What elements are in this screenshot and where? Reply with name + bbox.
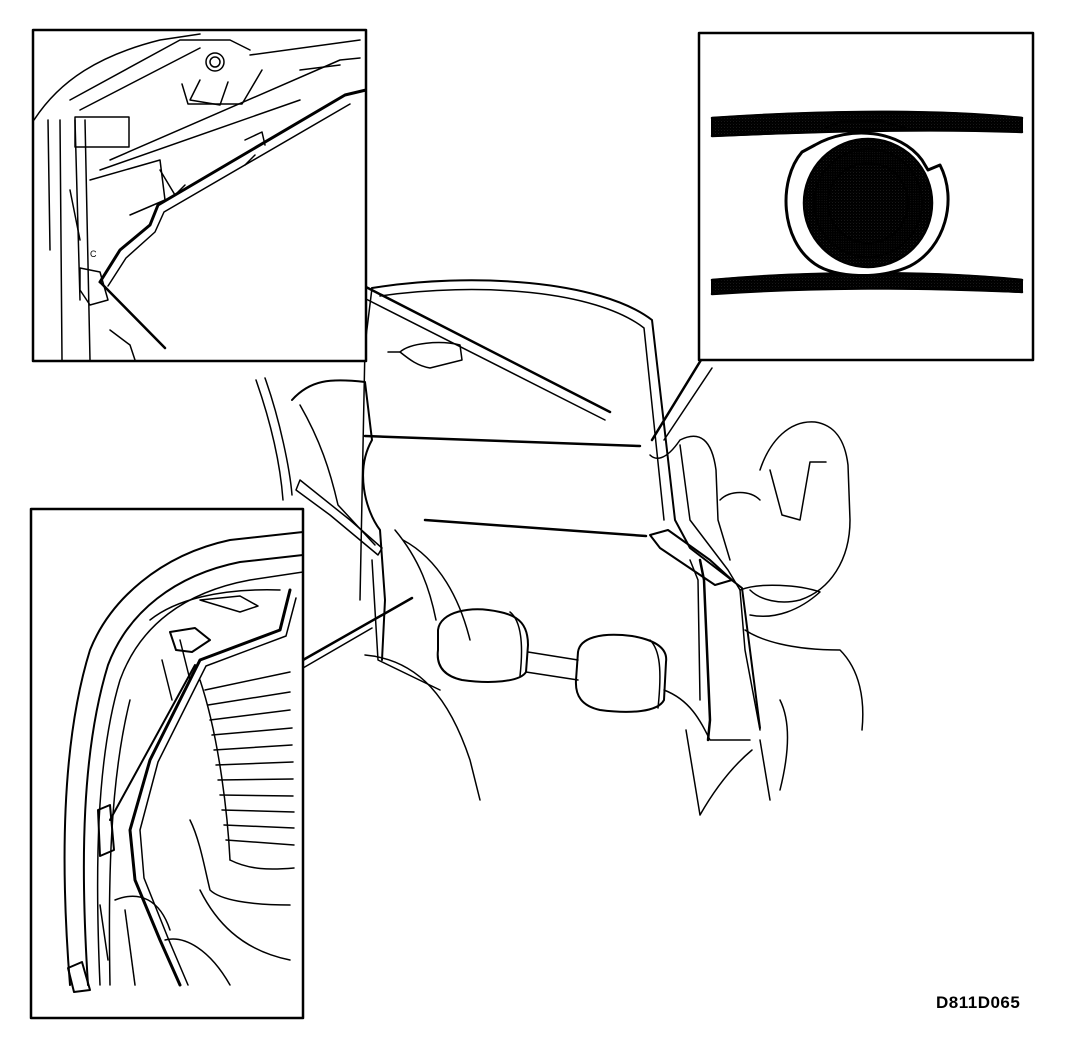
head-restraint-right: [574, 633, 668, 713]
callout-leaders: [301, 284, 713, 669]
leader-bottom-left: [301, 596, 414, 662]
rear-window-frame: [371, 279, 761, 729]
leader-top-left: [362, 284, 612, 414]
leader-top-right: [650, 358, 703, 442]
callout-letter: C: [90, 249, 97, 259]
head-restraint-left: [436, 608, 529, 683]
figure-reference-code: D811D065: [936, 993, 1021, 1012]
wiring-harness: [98, 88, 367, 284]
quarter-trim: [291, 379, 386, 661]
inset-top-left: C: [31, 28, 368, 363]
main-vehicle-view: [255, 279, 864, 816]
inset-bottom-left: [29, 507, 305, 1020]
inset-top-right: [697, 31, 1035, 362]
wiring-harness-lower: [128, 588, 292, 987]
